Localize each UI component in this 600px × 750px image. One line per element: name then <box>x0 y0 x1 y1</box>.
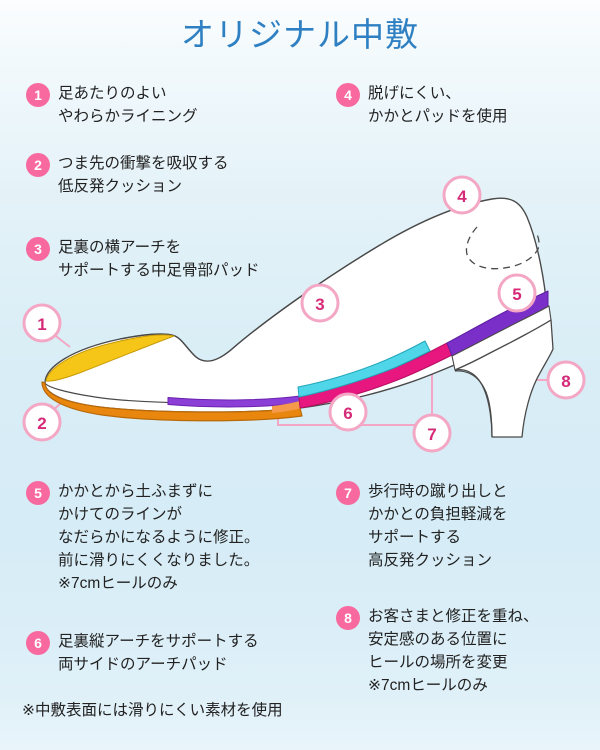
feature-text-7: 歩行時の蹴り出しと かかとの負担軽減を サポートする 高反発クッション <box>368 483 508 569</box>
feature-item-8: 8 お客さまと修正を重ね、 安定感のある位置に ヒールの場所を変更 ※7cmヒー… <box>336 605 596 697</box>
metatarsal-pad-cyan <box>297 340 431 398</box>
feature-text-6: 足裏縦アーチをサポートする 両サイドのアーチパッド <box>58 633 259 673</box>
heel-pad-dashed-outline <box>465 226 540 270</box>
footnote-text: ※中敷表面には滑りにくい素材を使用 <box>22 702 283 719</box>
shoe-diagram-svg: 1 2 3 4 5 <box>22 175 586 453</box>
feature-text-4: 脱げにくい、 かかとパッドを使用 <box>368 85 508 125</box>
callout-number-8: 8 <box>561 372 570 391</box>
callout-number-4: 4 <box>457 187 467 206</box>
forefoot-orange-tip <box>272 401 302 413</box>
callout-5-heel-arch-line: 5 <box>497 273 537 313</box>
callout-6-arch-pad: 6 <box>328 392 368 432</box>
callout-number-1: 1 <box>37 315 46 334</box>
feature-badge-7: 7 <box>336 481 360 505</box>
heel-inner-curve <box>454 370 493 438</box>
feature-item-2: 2 つま先の衝撃を吸収する 低反発クッション <box>26 152 326 198</box>
feature-badge-6: 6 <box>26 631 50 655</box>
feature-item-7: 7 歩行時の蹴り出しと かかとの負担軽減を サポートする 高反発クッション <box>336 480 596 572</box>
feature-badge-4: 4 <box>336 83 360 107</box>
shoe-upper <box>44 197 549 413</box>
callout-number-7: 7 <box>427 425 436 444</box>
callout-7-forefoot-cushion: 7 <box>412 413 452 453</box>
callout-number-3: 3 <box>315 295 324 314</box>
callout-4-heel-pad: 4 <box>442 175 482 215</box>
feature-badge-8: 8 <box>336 606 360 630</box>
callout-3-metatarsal-pad: 3 <box>300 283 340 323</box>
feature-text-2: つま先の衝撃を吸収する 低反発クッション <box>58 155 229 195</box>
shoe-illustration: 1 2 3 4 5 <box>0 175 600 465</box>
feature-text-5: かかとから土ふまずに かけてのラインが なだらかになるように修正。 前に滑りにく… <box>58 483 260 592</box>
feature-badge-2: 2 <box>26 153 50 177</box>
callout-number-6: 6 <box>343 404 352 423</box>
feature-badge-5: 5 <box>26 481 50 505</box>
callout-number-5: 5 <box>512 285 521 304</box>
feature-badge-3: 3 <box>26 237 50 261</box>
page-title: オリジナル中敷 <box>181 18 419 54</box>
feature-item-4: 4 脱げにくい、 かかとパッドを使用 <box>336 82 596 128</box>
feature-item-3: 3 足裏の横アーチを サポートする中足骨部パッド <box>26 236 336 282</box>
feature-item-6: 6 足裏縦アーチをサポートする 両サイドのアーチパッド <box>26 630 346 676</box>
feature-text-8: お客さまと修正を重ね、 安定感のある位置に ヒールの場所を変更 ※7cmヒールの… <box>368 608 539 694</box>
feature-text-1: 足あたりのよい やわらかライニング <box>58 85 198 125</box>
callout-number-2: 2 <box>37 414 46 433</box>
feature-badge-1: 1 <box>26 83 50 107</box>
feature-item-5: 5 かかとから土ふまずに かけてのラインが なだらかになるように修正。 前に滑り… <box>26 480 336 595</box>
callout-circles: 1 2 3 4 5 <box>22 175 586 453</box>
callout-1-toe-lining: 1 <box>22 303 62 343</box>
feature-text-3: 足裏の横アーチを サポートする中足骨部パッド <box>58 239 260 279</box>
feature-item-1: 1 足あたりのよい やわらかライニング <box>26 82 326 128</box>
callout-2-toe-cushion: 2 <box>22 402 62 442</box>
shoe-topline <box>119 244 381 362</box>
toe-lining-yellow <box>45 334 175 382</box>
callout-8-heel-position: 8 <box>546 360 586 400</box>
